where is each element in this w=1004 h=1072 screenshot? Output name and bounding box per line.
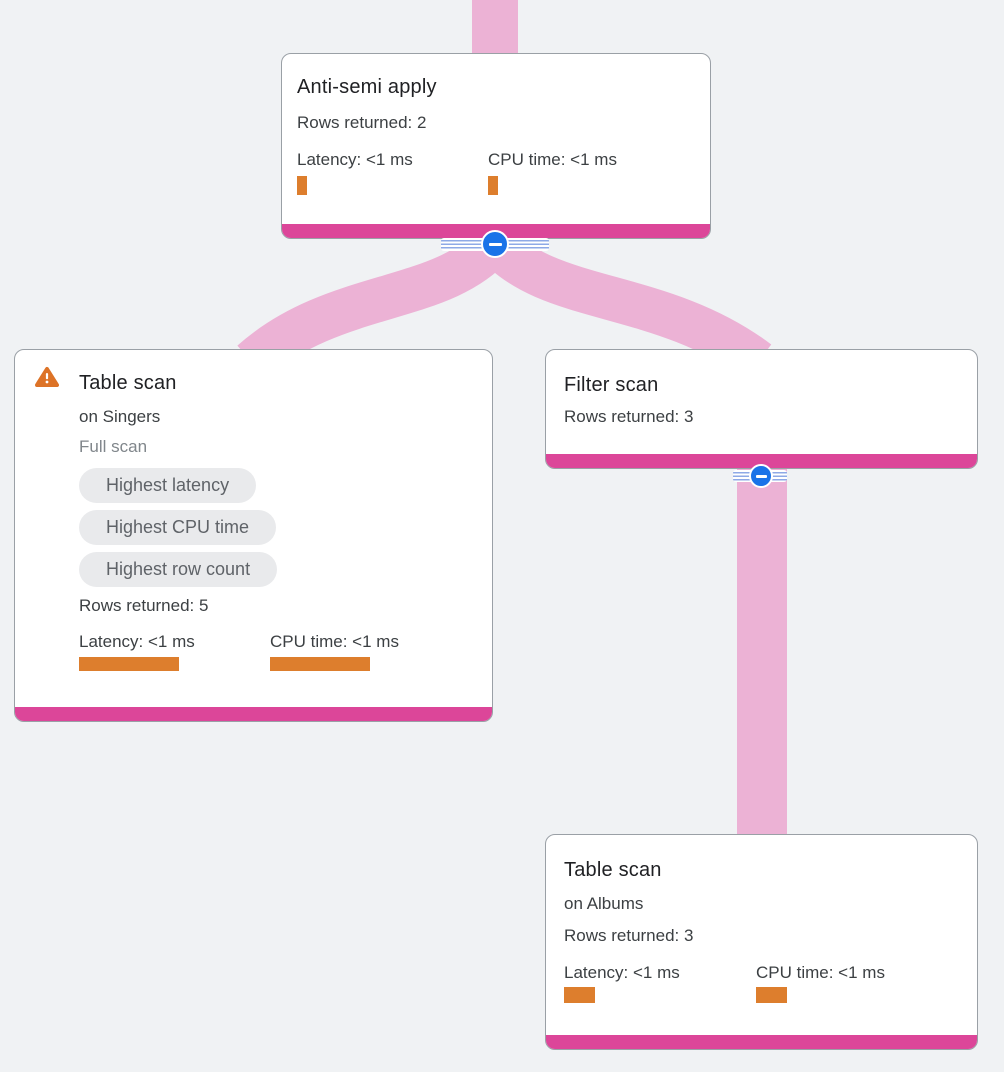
node-title: Filter scan <box>564 374 659 396</box>
cpu-time-bar <box>756 987 787 1003</box>
node-title: Anti-semi apply <box>297 76 437 98</box>
metrics-row: Latency: <1 ms CPU time: <1 ms <box>79 631 476 671</box>
latency-label: Latency: <1 ms <box>564 963 680 982</box>
rows-returned-text: Rows returned: 2 <box>297 113 427 132</box>
edge-filterscan-to-tablescan-albums <box>737 468 787 838</box>
latency-bar <box>79 657 179 671</box>
cpu-metric: CPU time: <1 ms <box>488 149 617 195</box>
edge-antisemi-to-filterscan <box>475 225 772 380</box>
node-filter-scan[interactable]: Filter scan Rows returned: 3 <box>545 349 978 469</box>
node-table-scan-albums[interactable]: Table scan on Albums Rows returned: 3 La… <box>545 834 978 1050</box>
cpu-time-label: CPU time: <1 ms <box>488 150 617 169</box>
edge-antisemi-to-tablescan-singers <box>237 225 515 379</box>
cpu-time-bar <box>488 176 498 195</box>
latency-label: Latency: <1 ms <box>79 632 195 651</box>
node-title: Table scan <box>564 859 662 881</box>
node-subtitle: on Albums <box>564 894 644 913</box>
edge-parent-incoming <box>472 0 518 56</box>
node-accent-bar <box>15 707 492 721</box>
node-title: Table scan <box>79 372 177 394</box>
badge-highest-cpu-time: Highest CPU time <box>79 510 277 545</box>
minus-icon <box>488 242 502 246</box>
latency-label: Latency: <1 ms <box>297 150 413 169</box>
badge-list: Highest latency Highest CPU time Highest… <box>79 468 476 587</box>
cpu-time-bar <box>270 657 370 671</box>
node-anti-semi-apply[interactable]: Anti-semi apply Rows returned: 2 Latency… <box>281 53 711 239</box>
collapse-button[interactable] <box>749 464 773 488</box>
latency-metric: Latency: <1 ms <box>79 631 270 671</box>
cpu-metric: CPU time: <1 ms <box>270 631 399 671</box>
latency-bar <box>564 987 595 1003</box>
metrics-row: Latency: <1 ms CPU time: <1 ms <box>297 149 694 195</box>
rows-returned-text: Rows returned: 3 <box>564 926 694 945</box>
minus-icon <box>755 474 767 478</box>
node-accent-bar <box>546 454 977 468</box>
metrics-row: Latency: <1 ms CPU time: <1 ms <box>564 962 961 1003</box>
warning-icon <box>35 366 59 388</box>
node-subtitle: on Singers <box>79 407 161 426</box>
node-table-scan-singers[interactable]: Table scan on Singers Full scan Highest … <box>14 349 493 722</box>
latency-metric: Latency: <1 ms <box>297 149 488 195</box>
rows-returned-text: Rows returned: 5 <box>79 596 209 615</box>
node-accent-bar <box>546 1035 977 1049</box>
cpu-time-label: CPU time: <1 ms <box>270 632 399 651</box>
badge-highest-row-count: Highest row count <box>79 552 278 587</box>
collapse-button[interactable] <box>481 230 509 258</box>
latency-metric: Latency: <1 ms <box>564 962 756 1003</box>
badge-highest-latency: Highest latency <box>79 468 257 503</box>
cpu-time-label: CPU time: <1 ms <box>756 963 885 982</box>
scan-type-text: Full scan <box>79 437 148 456</box>
cpu-metric: CPU time: <1 ms <box>756 962 885 1003</box>
latency-bar <box>297 176 307 195</box>
rows-returned-text: Rows returned: 3 <box>564 407 694 426</box>
